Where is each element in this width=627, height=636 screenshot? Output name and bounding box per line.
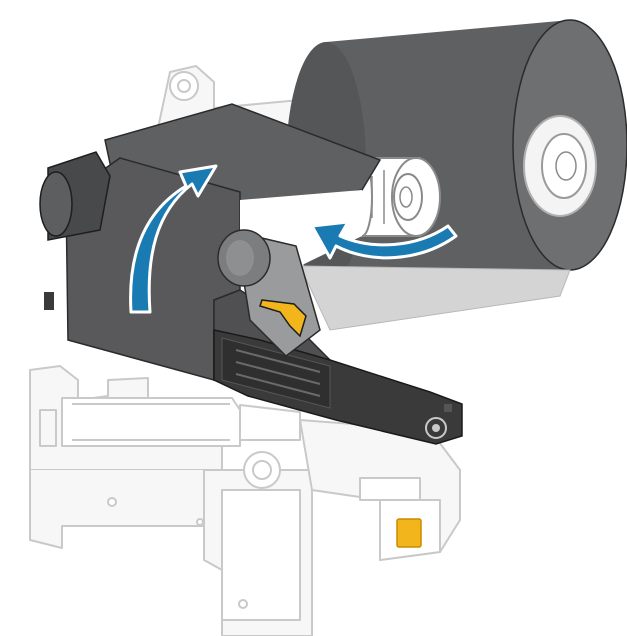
rotation-arrow-icon <box>310 220 458 260</box>
lower-latch <box>396 518 422 548</box>
label-strip <box>299 265 571 331</box>
left-knob <box>39 151 111 310</box>
curved-arrow-icon <box>129 164 218 314</box>
printhead-latch <box>259 299 307 338</box>
printhead-assembly <box>213 329 463 445</box>
